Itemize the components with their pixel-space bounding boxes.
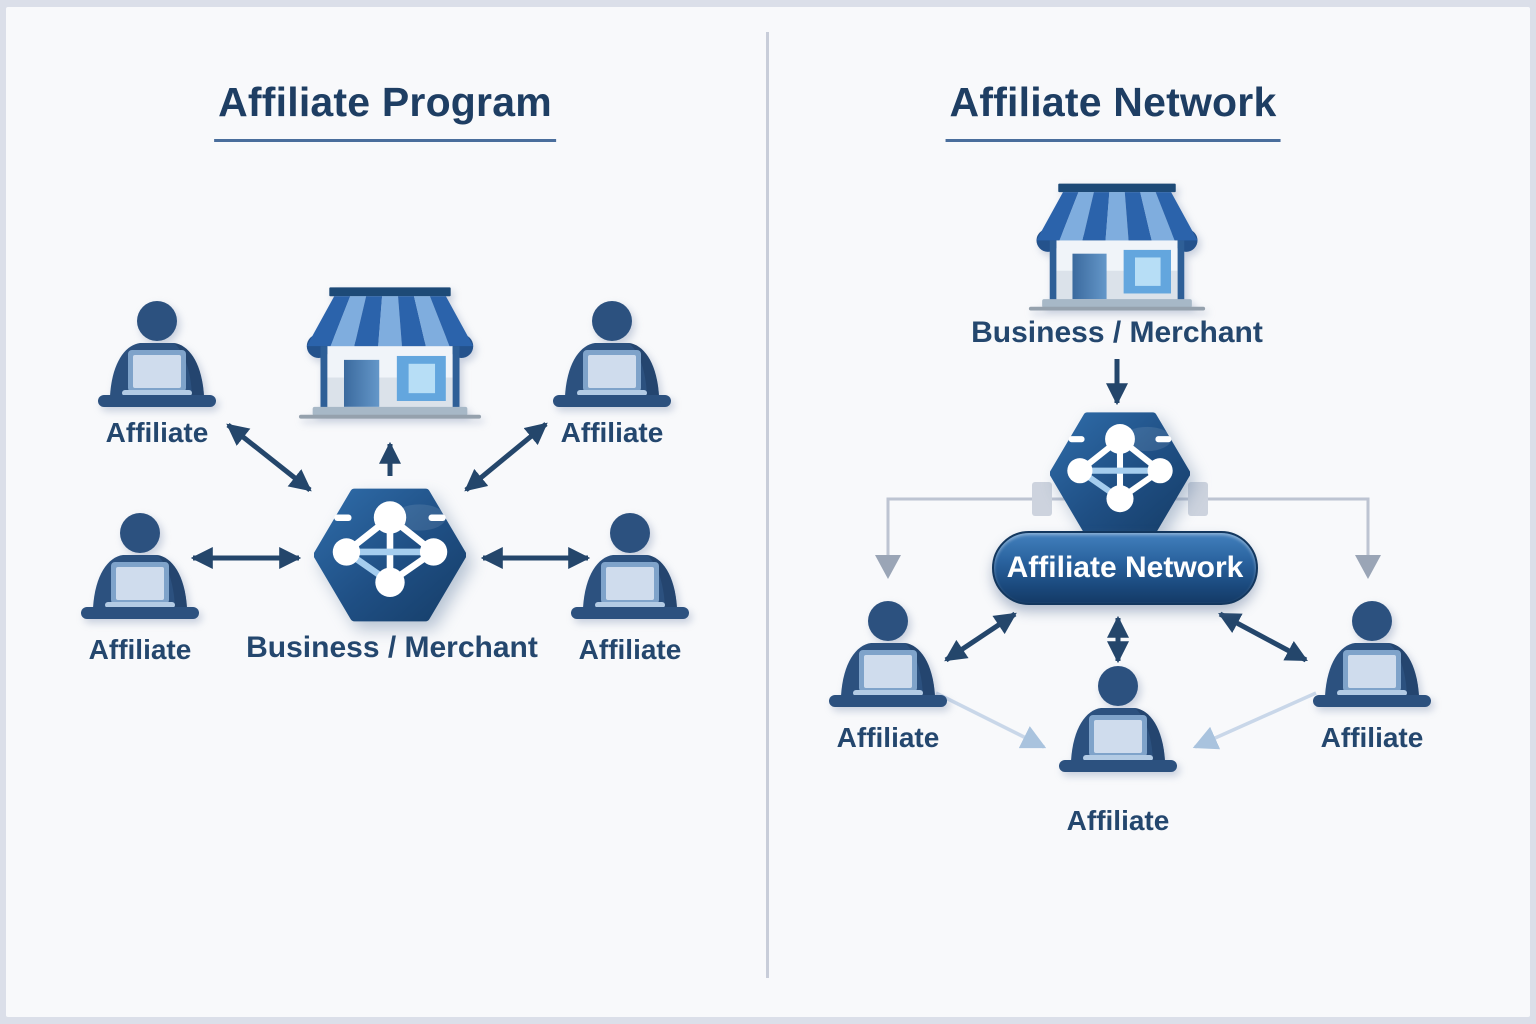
affiliate-network-pill-label: Affiliate Network xyxy=(1006,551,1244,584)
affiliate-label-1: Affiliate xyxy=(105,417,209,448)
affiliate-network-pill: Affiliate Network xyxy=(992,531,1258,605)
storefront-icon xyxy=(1027,183,1207,313)
person-laptop-icon xyxy=(547,300,677,412)
affiliate-label-4: Affiliate xyxy=(578,634,682,665)
person-laptop-icon xyxy=(1307,600,1437,712)
network-hexagon-icon xyxy=(314,487,466,623)
connector-tab-right xyxy=(1188,482,1208,516)
infographic-canvas: Affiliate Program Business / Merchant Af… xyxy=(6,7,1530,1017)
affiliate-label-3: Affiliate xyxy=(88,634,192,665)
right-title-wrap: Affiliate Network xyxy=(945,79,1281,142)
gray-arrowhead-right xyxy=(1355,555,1381,579)
connector-tab-left xyxy=(1032,482,1052,516)
panel-divider xyxy=(766,32,769,978)
affiliate-label-1: Affiliate xyxy=(836,722,940,753)
person-laptop-icon xyxy=(565,512,695,624)
merchant-label: Business / Merchant xyxy=(246,631,538,664)
network-hexagon-icon xyxy=(1050,411,1190,536)
person-laptop-icon xyxy=(75,512,205,624)
storefront-icon xyxy=(297,287,483,421)
arrow-affiliate1-hex xyxy=(226,423,312,492)
arrow-pill-affiliate-left xyxy=(944,611,1017,663)
person-laptop-icon xyxy=(1053,665,1183,777)
person-laptop-icon xyxy=(823,600,953,712)
gray-arrowhead-left xyxy=(875,555,901,579)
arrow-affiliate-right-to-center xyxy=(1192,691,1317,750)
affiliate-label-3: Affiliate xyxy=(1320,722,1424,753)
person-laptop-icon xyxy=(92,300,222,412)
merchant-label: Business / Merchant xyxy=(971,316,1263,349)
right-panel-title: Affiliate Network xyxy=(945,79,1281,142)
left-panel-title: Affiliate Program xyxy=(214,79,556,142)
affiliate-label-2: Affiliate xyxy=(560,417,664,448)
arrow-affiliate2-hex xyxy=(464,422,548,492)
arrow-pill-affiliate-right xyxy=(1218,611,1308,663)
arrow-affiliate-left-to-center xyxy=(935,691,1047,749)
left-title-wrap: Affiliate Program xyxy=(214,79,556,142)
affiliate-label-2: Affiliate xyxy=(1066,805,1170,836)
